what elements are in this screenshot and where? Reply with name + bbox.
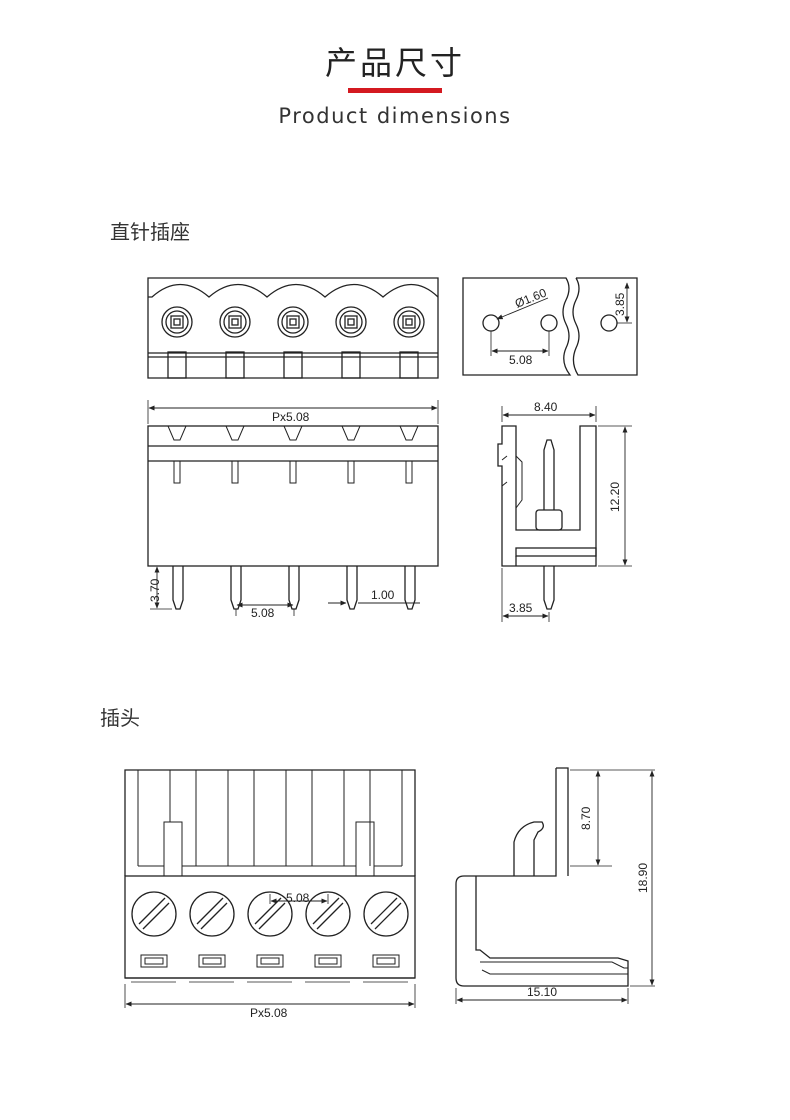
socket-body — [147, 425, 439, 567]
screw-icon — [219, 306, 251, 338]
socket-top-scalloped-edge — [148, 284, 439, 298]
page-title-cn: 产品尺寸 — [324, 44, 465, 82]
page-title-en: Product dimensions — [278, 104, 512, 128]
title-underline — [348, 88, 442, 93]
socket-internal-pins — [173, 461, 413, 484]
pcb-hole — [482, 314, 500, 332]
socket-side-view — [497, 406, 632, 622]
dim-pin-length: 3.70 — [148, 578, 162, 602]
pcb-hole — [600, 314, 618, 332]
socket-front-view — [147, 400, 439, 616]
socket-side-pin — [543, 439, 555, 510]
socket-top-view — [147, 277, 439, 379]
screw-icon — [393, 306, 425, 338]
plug-body — [124, 875, 416, 979]
dim-pcb-edge-offset: 3.85 — [613, 292, 627, 316]
dim-height: 12.20 — [608, 482, 622, 512]
screw-icon — [277, 306, 309, 338]
section-title-plug: 插头 — [100, 706, 140, 730]
screw-icon — [161, 306, 193, 338]
pcb-hole — [540, 314, 558, 332]
dim-plug-pitch: 5.08 — [286, 891, 310, 905]
socket-side-outline — [497, 425, 597, 567]
screw-icon — [335, 306, 367, 338]
dim-overall-length: Px5.08 — [272, 410, 310, 424]
plug-top-housing — [124, 769, 416, 876]
dim-plug-overall-length: Px5.08 — [250, 1006, 288, 1020]
dim-pin-offset: 3.85 — [509, 601, 533, 615]
screw-icon — [305, 891, 351, 937]
socket-wire-entries — [167, 425, 419, 441]
plug-latch — [513, 821, 544, 876]
screw-icon — [189, 891, 235, 937]
plug-screw-heads — [131, 891, 409, 937]
dim-hole-diameter: Ø1.60 — [513, 285, 549, 310]
plug-release-lever — [163, 821, 183, 877]
socket-top-outline — [147, 277, 439, 379]
plug-side-outline — [455, 768, 629, 987]
dim-plug-depth: 15.10 — [527, 985, 557, 999]
dim-pin-width: 1.00 — [371, 588, 395, 602]
dim-hole-pitch: 5.08 — [509, 353, 533, 367]
dim-depth: 8.40 — [534, 400, 558, 414]
screw-icon — [363, 891, 409, 937]
plug-side-view — [455, 767, 655, 1004]
dim-pin-pitch: 5.08 — [251, 606, 275, 620]
pcb-hole-layout — [462, 277, 638, 376]
socket-top-screws — [161, 306, 425, 338]
plug-test-ports — [140, 954, 400, 968]
plug-release-lever — [355, 821, 375, 877]
screw-icon — [131, 891, 177, 937]
plug-front-view — [124, 769, 416, 1008]
section-title-header-socket: 直针插座 — [110, 220, 190, 244]
dim-lever-height: 8.70 — [579, 806, 593, 830]
dim-plug-height: 18.90 — [636, 863, 650, 893]
socket-top-latches — [167, 351, 419, 379]
